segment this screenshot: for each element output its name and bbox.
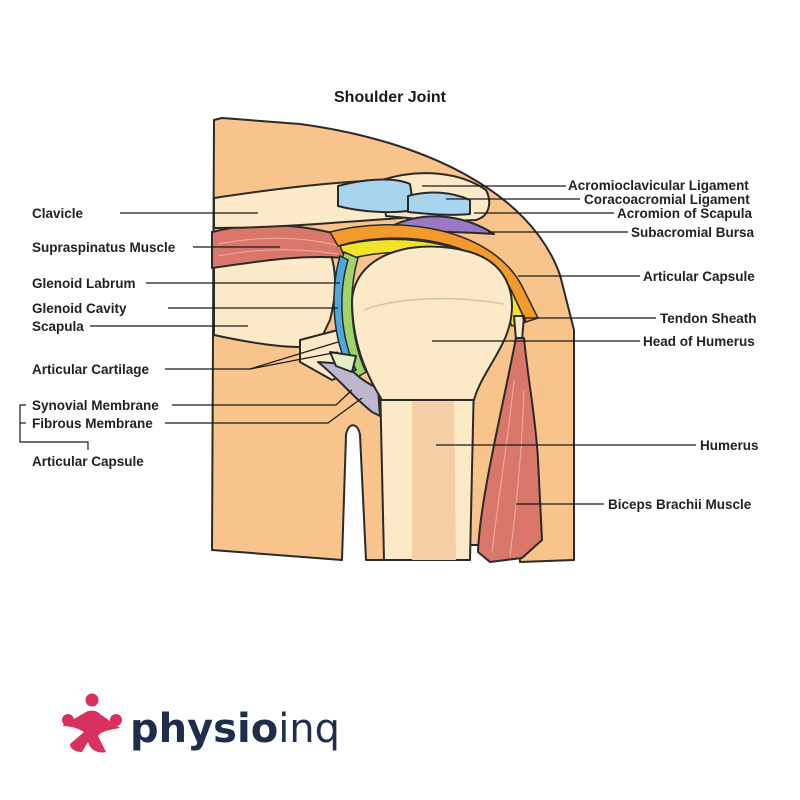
- articular-capsule-band: [328, 224, 540, 323]
- label-scapula: Scapula: [32, 319, 84, 334]
- biceps-striation-1: [491, 379, 515, 553]
- label-tendon-sheath: Tendon Sheath: [660, 311, 757, 326]
- label-coracoacromial-ligament: Coracoacromial Ligament: [584, 192, 750, 207]
- label-biceps-brachii-muscle: Biceps Brachii Muscle: [608, 497, 752, 512]
- leader-fibrous-membrane: [165, 397, 363, 424]
- label-fibrous-membrane: Fibrous Membrane: [32, 416, 153, 431]
- biceps-striation-2: [509, 389, 525, 557]
- biceps-brachii-muscle: [477, 337, 543, 563]
- label-subacromial-bursa: Subacromial Bursa: [631, 225, 755, 240]
- logo-brand-light: inq: [278, 706, 340, 752]
- leader-articular-cartilage-2: [249, 351, 339, 370]
- people-star-icon: [62, 693, 122, 753]
- labels-right: Acromioclavicular Ligament Coracoacromia…: [568, 178, 759, 512]
- label-humerus: Humerus: [700, 438, 759, 453]
- label-articular-capsule-left: Articular Capsule: [32, 454, 144, 469]
- leader-synovial-membrane: [172, 389, 353, 406]
- biceps-tendon: [513, 315, 525, 341]
- articular-cartilage-wedge: [329, 351, 357, 373]
- logo-wordmark: physioinq: [130, 706, 340, 752]
- label-synovial-membrane: Synovial Membrane: [32, 398, 159, 413]
- physioinq-logo: physioinq: [62, 693, 340, 753]
- leader-lines: [19, 185, 696, 505]
- label-head-of-humerus: Head of Humerus: [643, 334, 755, 349]
- labels-left: Clavicle Supraspinatus Muscle Glenoid La…: [32, 206, 176, 469]
- leader-capsule-bracket: [19, 404, 89, 450]
- humerus-marrow: [412, 391, 456, 560]
- label-articular-cartilage: Articular Cartilage: [32, 362, 150, 377]
- supraspinatus-striation-1: [217, 237, 341, 247]
- label-clavicle: Clavicle: [32, 206, 84, 221]
- head-of-humerus: [351, 245, 513, 401]
- label-articular-capsule-right: Articular Capsule: [643, 269, 755, 284]
- supraspinatus-striation-2: [217, 249, 339, 257]
- label-glenoid-cavity: Glenoid Cavity: [32, 301, 127, 316]
- epiphyseal-line: [363, 297, 505, 311]
- logo-brand-bold: physio: [130, 706, 278, 752]
- label-acromion-of-scapula: Acromion of Scapula: [617, 206, 753, 221]
- label-acromioclavicular-ligament: Acromioclavicular Ligament: [568, 178, 749, 193]
- label-glenoid-labrum: Glenoid Labrum: [32, 276, 136, 291]
- shoulder-illustration: [211, 117, 575, 563]
- coracoacromial-ligament: [407, 191, 471, 216]
- acromioclavicular-ligament: [337, 178, 415, 214]
- label-supraspinatus-muscle: Supraspinatus Muscle: [32, 240, 176, 255]
- diagram-title: Shoulder Joint: [334, 89, 447, 106]
